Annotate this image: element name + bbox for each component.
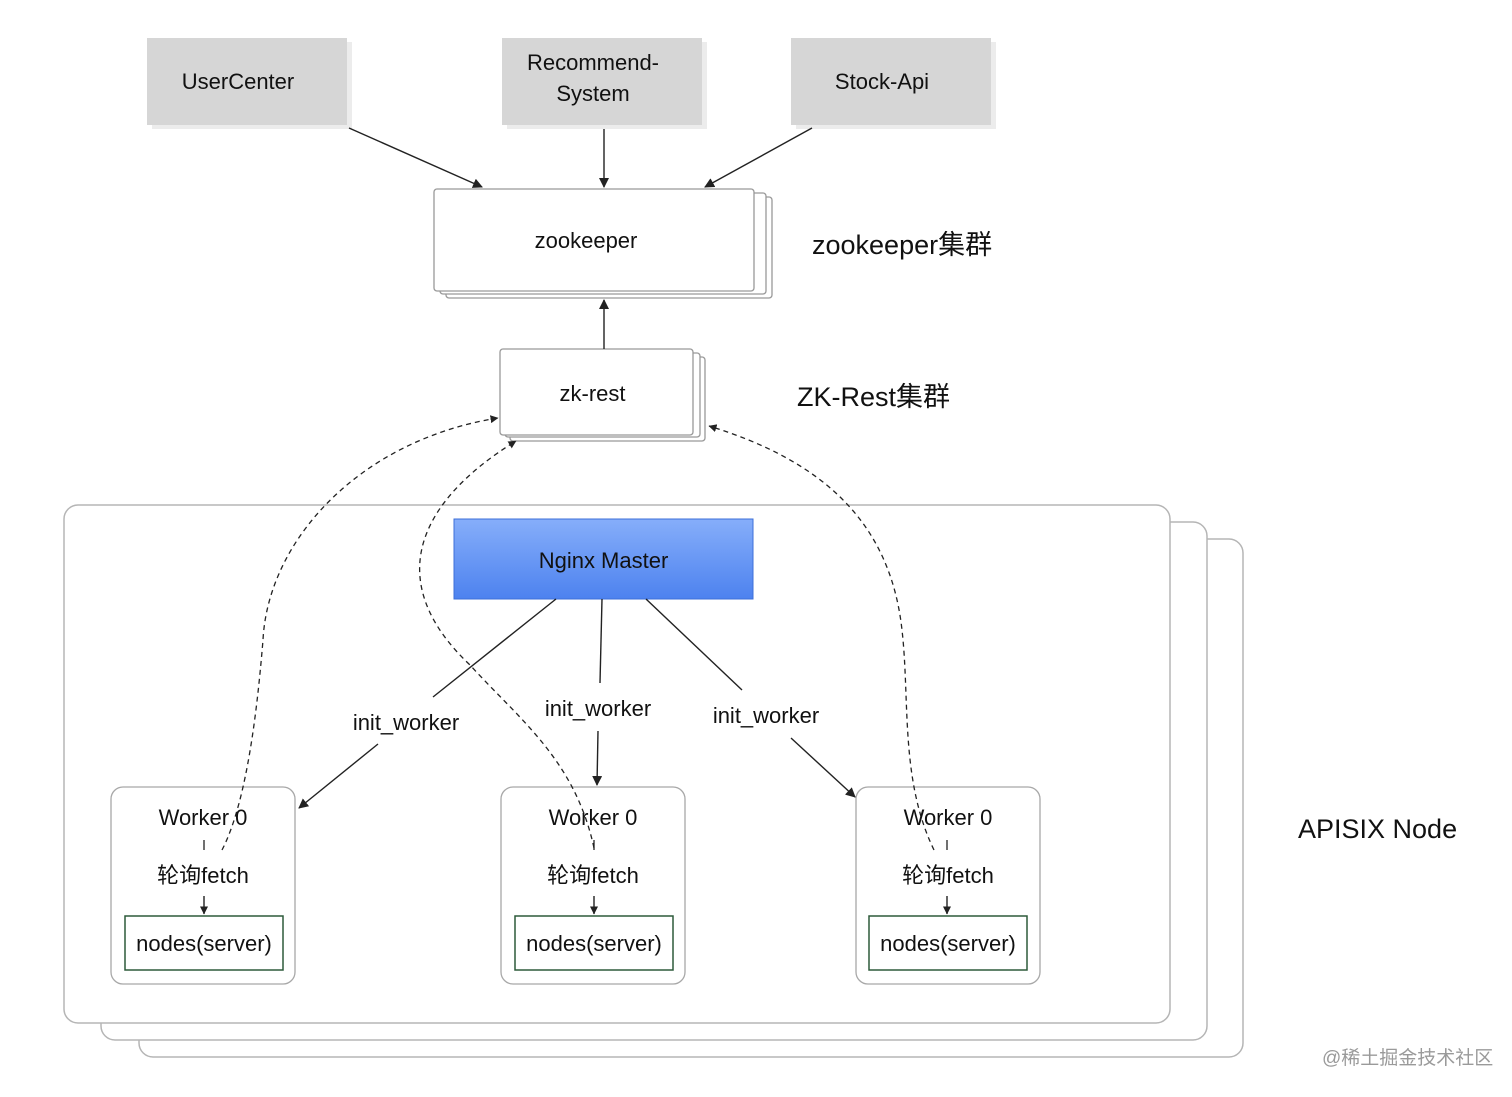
- service-stock-api-box: [791, 38, 996, 129]
- init-worker-label-left: init_worker: [346, 705, 466, 739]
- arrow-stock-to-zookeeper: [704, 127, 813, 188]
- nodes-box-3: [868, 915, 1028, 971]
- arrow-init-worker-left: [298, 743, 379, 809]
- arrow-init-worker-right: [790, 737, 856, 798]
- init-worker-label-middle: init_worker: [538, 691, 658, 725]
- nginx-master-label: Nginx Master: [538, 547, 669, 573]
- zookeeper-label: zookeeper: [534, 227, 638, 253]
- arrow-init-worker-middle: [592, 730, 603, 786]
- zookeeper-cluster-label: zookeeper集群: [812, 229, 993, 260]
- watermark: @稀土掘金技术社区: [1322, 1047, 1494, 1069]
- zk-rest-cluster-label: ZK-Rest集群: [797, 381, 951, 412]
- nodes-box-1: [124, 915, 284, 971]
- zk-rest-label: zk-rest: [559, 380, 626, 406]
- dashed-arrow-worker3-to-zkrest: [708, 424, 935, 851]
- service-stock-api-label: Stock-Api: [834, 69, 930, 94]
- worker-nodes-1: nodes(server): [136, 930, 272, 956]
- service-recommend-system-label: Recommend- System: [526, 49, 660, 106]
- dashed-arrow-worker1-to-zkrest: [221, 415, 499, 851]
- dashed-arrow-worker2-to-zkrest: [419, 440, 595, 849]
- nginx-master-box: [453, 518, 754, 600]
- service-usercenter-box: [147, 38, 352, 129]
- zookeeper-box: [433, 188, 773, 299]
- worker-title-1: Worker 0: [158, 804, 248, 830]
- arrow-usercenter-to-zookeeper: [348, 127, 483, 188]
- master-edge-left: [432, 598, 557, 698]
- worker-nodes-3: nodes(server): [880, 930, 1016, 956]
- apisix-node-label: APISIX Node: [1298, 813, 1458, 844]
- worker-fetch-2: 轮询fetch: [547, 862, 639, 888]
- worker-fetch-1: 轮询fetch: [157, 862, 249, 888]
- worker-title-2: Worker 0: [548, 804, 638, 830]
- service-usercenter-label: UserCenter: [181, 69, 295, 94]
- worker-title-3: Worker 0: [903, 804, 993, 830]
- zk-rest-box: [499, 348, 706, 442]
- worker-nodes-2: nodes(server): [526, 930, 662, 956]
- service-recommend-system-box: [502, 38, 707, 129]
- worker-fetch-3: 轮询fetch: [902, 862, 994, 888]
- master-edge-middle: [599, 598, 603, 684]
- master-edge-right: [645, 598, 743, 691]
- init-worker-label-right: init_worker: [706, 698, 826, 732]
- nodes-box-2: [514, 915, 674, 971]
